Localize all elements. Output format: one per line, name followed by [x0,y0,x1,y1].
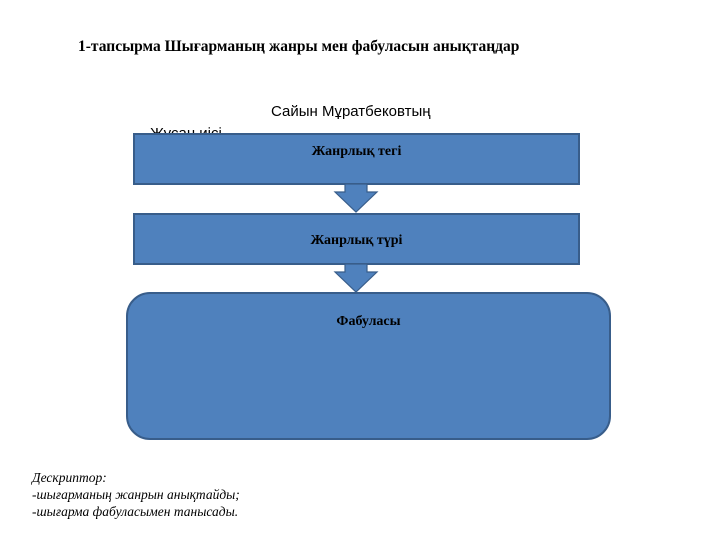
genre-family-label: Жанрлық тегі [311,144,402,159]
page-title: 1-тапсырма Шығарманың жанры мен фабуласы… [78,38,520,55]
genre-family-box: Жанрлық тегі [133,133,580,185]
descriptor-block: Дескриптор: -шығарманың жанрын анықтайды… [32,469,240,520]
fabula-label: Фабуласы [336,314,401,329]
genre-type-label: Жанрлық түрі [310,233,403,248]
descriptor-item-2: -шығарма фабуласымен танысады. [32,504,239,519]
flow-arrow-down-2 [333,264,379,293]
genre-type-box: Жанрлық түрі [133,213,580,265]
descriptor-heading: Дескриптор: [32,470,107,485]
fabula-box: Фабуласы [126,292,611,440]
author-subtitle: Сайын Мұратбековтың [271,103,431,120]
flow-arrow-down-1 [333,184,379,213]
descriptor-item-1: -шығарманың жанрын анықтайды; [32,487,240,502]
work-title-partial: Жусан иісі [150,125,222,134]
